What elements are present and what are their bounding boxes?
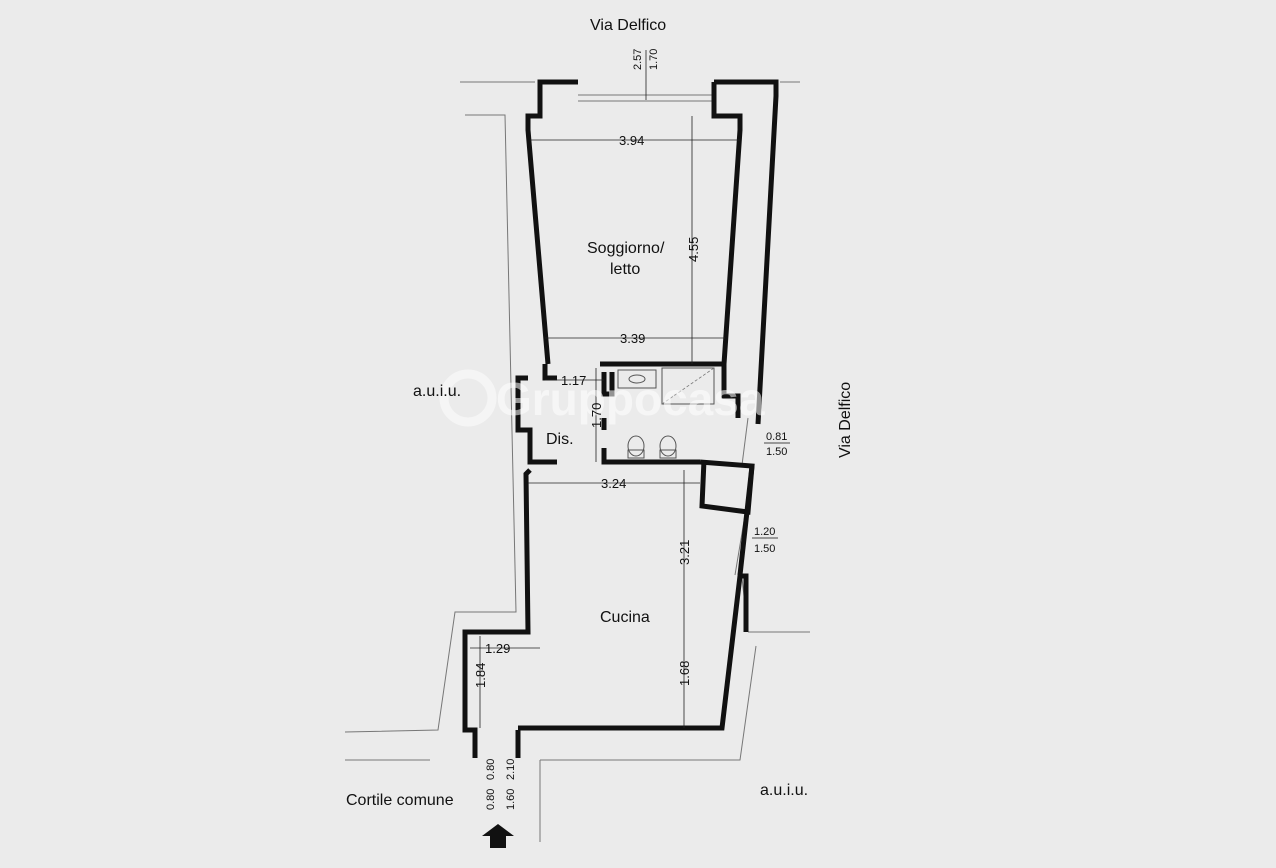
dimension-lines (470, 50, 740, 728)
bath-window-size-a: 0.81 (766, 431, 787, 443)
dim-entry-depth: 1.84 (473, 663, 488, 688)
top-window-size-a: 2.57 (632, 49, 644, 70)
dim-kitchen-width: 3.24 (601, 476, 626, 491)
dim-kitchen-depth-lower: 1.68 (677, 661, 692, 686)
room-label-kitchen: Cucina (600, 609, 650, 626)
room-label-living-line1: Soggiorno/ (587, 240, 665, 257)
entrance-arrow-icon (482, 824, 514, 848)
dim-kitchen-depth: 3.21 (677, 540, 692, 565)
dim-living-width-top: 3.94 (619, 133, 644, 148)
watermark-text: Gruppocasa (496, 373, 765, 425)
bathroom-fixtures (617, 367, 715, 459)
courtyard-label: Cortile comune (346, 792, 454, 809)
neighbor-label-bottom: a.u.i.u. (760, 782, 808, 799)
toilet-icon (627, 435, 645, 457)
neighbor-label-left: a.u.i.u. (413, 383, 461, 400)
bath-window-size-b: 1.50 (766, 446, 787, 458)
walls (462, 79, 779, 758)
room-label-corridor: Dis. (546, 431, 574, 448)
kitchen-window-size-b: 1.50 (754, 543, 775, 555)
dim-corridor-width: 1.17 (561, 373, 586, 388)
entry-door-size-d: 2.10 (505, 759, 517, 780)
sink-icon (617, 369, 657, 389)
street-label-top: Via Delfico (590, 17, 666, 34)
watermark-logo-icon (439, 369, 497, 427)
entry-door-size-b: 1.60 (505, 789, 517, 810)
shower-icon (661, 367, 715, 405)
room-label-living-line2: letto (610, 261, 640, 278)
entry-door-size-c: 0.80 (485, 759, 497, 780)
dim-living-width-bottom: 3.39 (620, 331, 645, 346)
dim-entry-width: 1.29 (485, 641, 510, 656)
street-label-right: Via Delfico (837, 382, 854, 458)
kitchen-window-size-a: 1.20 (754, 526, 775, 538)
dim-living-depth: 4.55 (686, 237, 701, 262)
dim-corridor-depth: 1.70 (589, 403, 604, 428)
watermark: Gruppocasa (439, 369, 765, 427)
entry-door-size-a: 0.80 (485, 789, 497, 810)
bidet-icon (659, 435, 677, 457)
top-window-size-b: 1.70 (648, 49, 660, 70)
